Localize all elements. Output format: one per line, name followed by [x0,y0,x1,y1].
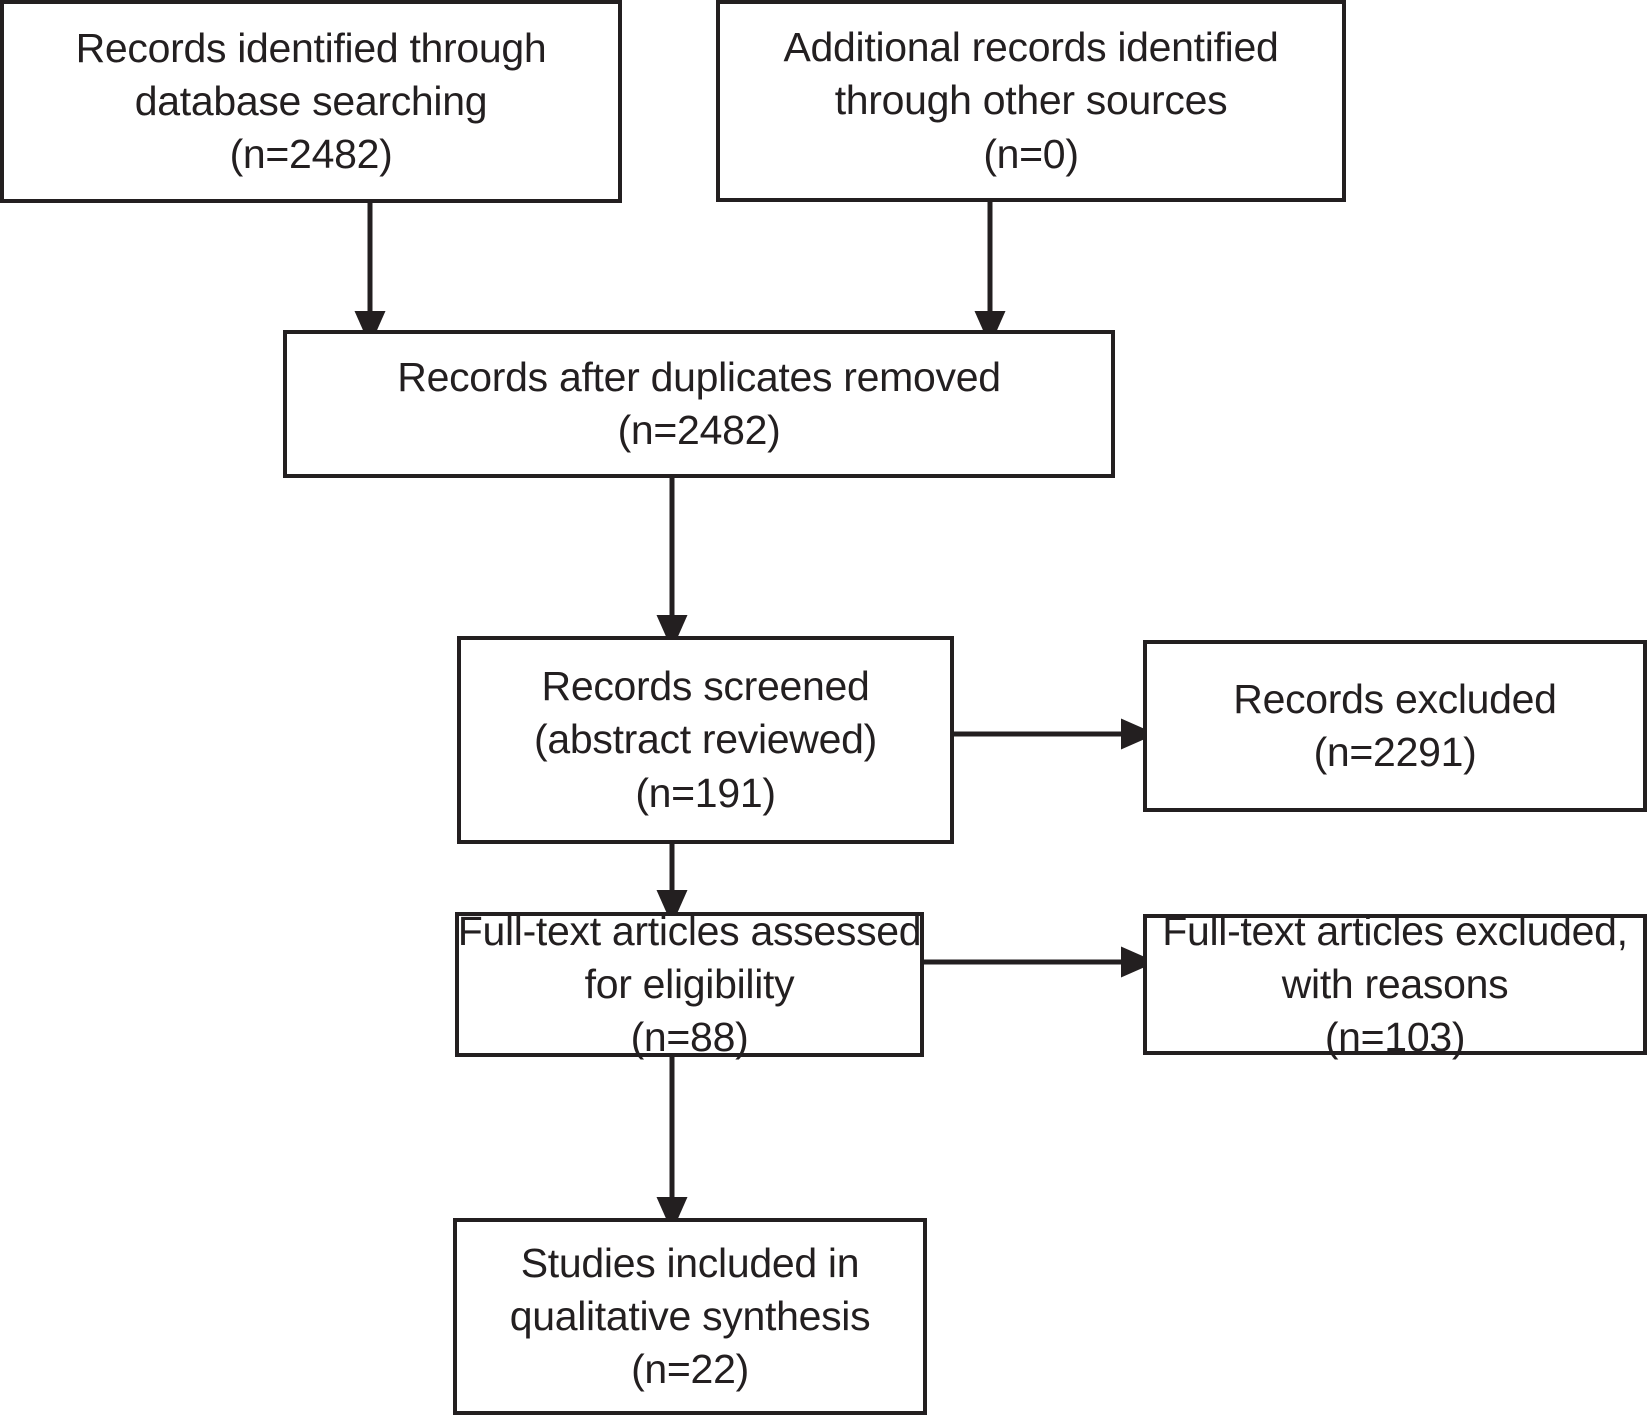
node-records-after-duplicates-removed: Records after duplicates removed (n=2482… [283,330,1115,478]
node-count: (n=2482) [617,407,781,453]
node-studies-included: Studies included in qualitative synthesi… [453,1218,927,1415]
node-line: through other sources [834,77,1228,124]
node-line: Records after duplicates removed [397,353,1001,400]
node-line: for eligibility [584,960,795,1007]
node-count: (n=2291) [1313,729,1477,775]
node-full-text-assessed: Full-text articles assessed for eligibil… [455,908,924,1060]
node-line: Studies included in [520,1239,860,1286]
node-count: (n=0) [983,130,1079,177]
node-records-excluded: Records excluded (n=2291) [1143,640,1647,812]
node-line: Additional records identified [783,24,1279,71]
node-count: (n=22) [631,1346,749,1393]
node-line: database searching [134,77,488,124]
node-line: (abstract reviewed) [534,716,877,763]
node-count: (n=191) [635,769,776,816]
node-count: (n=2482) [229,131,393,178]
node-count: (n=103) [1324,1014,1466,1061]
node-line: qualitative synthesis [509,1292,871,1339]
node-additional-records-other-sources: Additional records identified through ot… [716,0,1346,202]
node-line: Records excluded [1233,675,1557,722]
node-count: (n=88) [630,1014,749,1061]
node-line: Full-text articles excluded, [1162,907,1628,954]
node-records-screened: Records screened (abstract reviewed) (n=… [457,636,954,844]
node-line: with reasons [1281,960,1509,1007]
node-line: Records identified through [75,24,547,71]
node-line: Records screened [541,663,870,710]
node-records-identified-database: Records identified through database sear… [0,0,622,203]
node-line: Full-text articles assessed [457,907,922,954]
node-full-text-excluded: Full-text articles excluded, with reason… [1143,908,1647,1060]
